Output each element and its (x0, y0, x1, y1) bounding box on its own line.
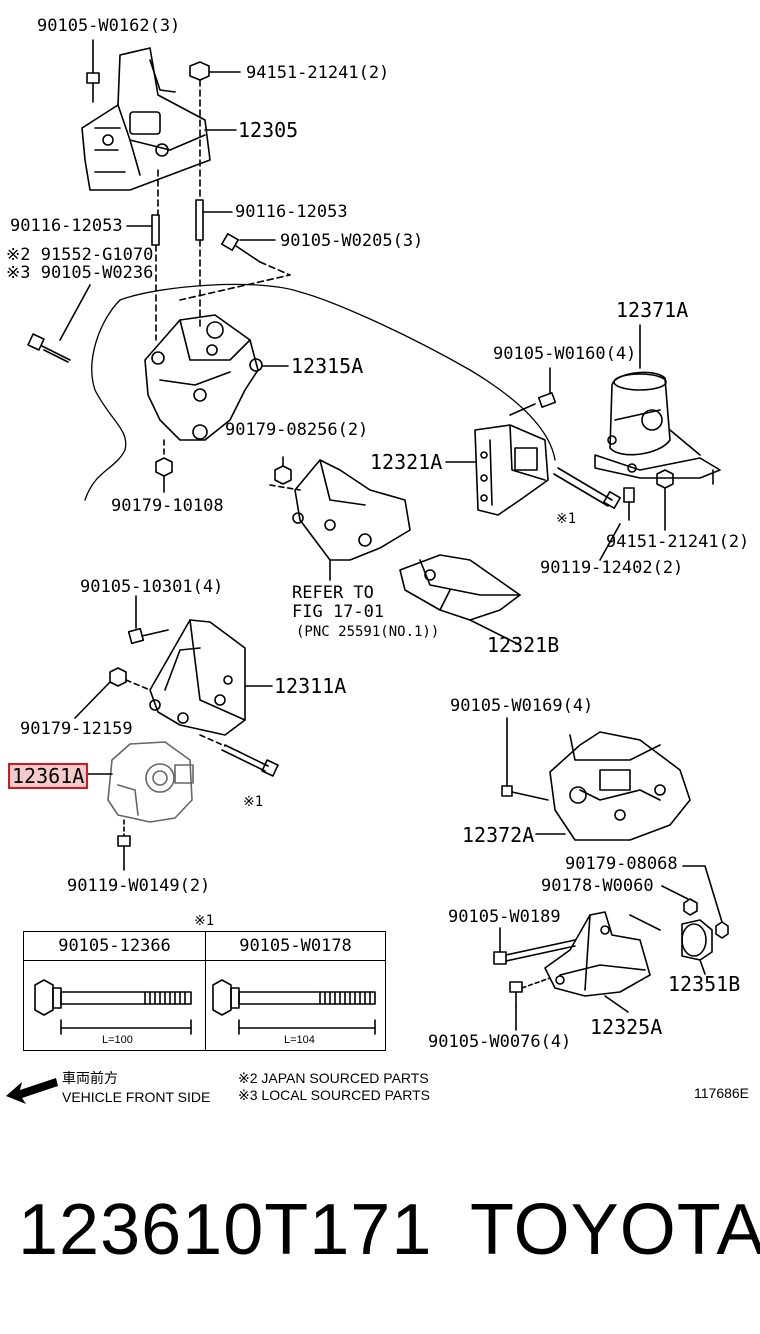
part-12372a-mount (535, 731, 691, 841)
bolt-90105-w0236 (27, 284, 91, 363)
part-12305-bracket (81, 47, 211, 191)
table-header-90105-w0178: 90105-W0178 (206, 932, 385, 961)
note-3-local-sourced: ※3 LOCAL SOURCED PARTS (238, 1087, 430, 1103)
callout-90105-w0169: 90105-W0169(4) (450, 696, 594, 716)
table-column-90105-w0178: 90105-W0178 L=104 (206, 932, 385, 1050)
part-12311a-bracket (149, 619, 273, 736)
bolt-90105-10301 (127, 595, 169, 645)
note-2-japan-sourced: ※2 JAPAN SOURCED PARTS (238, 1070, 429, 1086)
callout-90178-w0060: 90178-W0060 (541, 876, 654, 896)
callout-12321a: 12321A (370, 450, 443, 474)
refer-line-2[interactable]: FIG 17-01 (292, 602, 385, 622)
table-note-marker: ※1 (194, 913, 215, 929)
washer-90178-w0060 (661, 885, 698, 916)
callout-90119-w0149: 90119-W0149(2) (67, 876, 211, 896)
refer-line-1: REFER TO (292, 583, 374, 603)
footer-caption: 123610T171 TOYOTA (18, 1190, 760, 1270)
part-12351b-insulator (681, 919, 713, 975)
bolt-90105-w0162 (86, 39, 100, 103)
callout-12325a: 12325A (590, 1015, 663, 1039)
nut-90179-08068 (682, 865, 729, 939)
callout-90179-10108: 90179-10108 (111, 496, 224, 516)
refer-line-3: (PNC 25591(NO.1)) (296, 624, 440, 640)
bolt-90105-w0189 (493, 927, 576, 965)
part-12371a-insulator (594, 324, 721, 479)
vehicle-front-en: VEHICLE FRONT SIDE (62, 1089, 211, 1105)
callout-90105-w0236: ※3 90105-W0236 (6, 263, 154, 283)
footer-part-number: 123610T171 (18, 1190, 433, 1270)
callout-90116-12053-left: 90116-12053 (10, 216, 123, 236)
callout-12371a: 12371A (616, 298, 689, 322)
callout-90179-08256: 90179-08256(2) (225, 420, 369, 440)
callout-12351b: 12351B (668, 972, 741, 996)
bolt-90119-12402 (553, 467, 635, 561)
table-header-90105-12366: 90105-12366 (24, 932, 205, 961)
callout-12311a: 12311A (274, 674, 347, 698)
bolt-note1-lower (199, 734, 279, 777)
part-12315a-bracket (144, 314, 289, 441)
bolt-90105-w0205 (179, 233, 291, 301)
callout-90105-w0189: 90105-W0189 (448, 907, 561, 927)
nut-90179-10108 (155, 439, 173, 493)
bolt-90105-w0169 (501, 717, 549, 801)
bolt-90119-w0149 (117, 819, 131, 871)
part-12321a-bracket (445, 424, 549, 516)
callout-94151-21241-right: 94151-21241(2) (606, 532, 750, 552)
callout-91552-g1070: ※2 91552-G1070 (6, 245, 154, 265)
callout-90105-w0162: 90105-W0162(3) (37, 16, 181, 36)
callout-90105-w0205: 90105-W0205(3) (280, 231, 424, 251)
part-12361a-insulator (107, 741, 194, 823)
footer-brand: TOYOTA (470, 1190, 760, 1270)
callout-90105-w0160: 90105-W0160(4) (493, 344, 637, 364)
callout-94151-21241-top: 94151-21241(2) (246, 63, 390, 83)
table-length-l100: L=100 (102, 1034, 133, 1046)
callout-12321b: 12321B (487, 633, 560, 657)
bolt-90105-w0160 (509, 367, 557, 416)
callout-90119-12402: 90119-12402(2) (540, 558, 684, 578)
figure-id: 117686E (694, 1085, 750, 1101)
callout-12315a: 12315A (291, 354, 364, 378)
callout-12305: 12305 (238, 118, 299, 142)
callout-90105-10301: 90105-10301(4) (80, 577, 224, 597)
callout-90105-w0076: 90105-W0076(4) (428, 1032, 572, 1052)
vehicle-front-jp: 車両前方 (62, 1070, 118, 1086)
vehicle-front-arrow-icon (6, 1078, 58, 1104)
stud-90116-12053-left (126, 214, 160, 341)
bolt-90105-w0076 (509, 977, 551, 1031)
table-column-90105-12366: 90105-12366 L=100 (24, 932, 206, 1050)
note-1-marker-a: ※1 (556, 511, 577, 527)
bolt-length-table: 90105-12366 L=100 90105-W0178 L=104 (23, 931, 386, 1051)
callout-90179-08068: 90179-08068 (565, 854, 678, 874)
callout-12372a: 12372A (462, 823, 535, 847)
nut-90179-12159 (74, 667, 151, 719)
stud-90116-12053-right (195, 79, 233, 331)
callout-12361a-highlighted[interactable]: 12361A (8, 763, 89, 789)
note-1-marker-b: ※1 (243, 794, 264, 810)
part-12321b-bracket (399, 554, 521, 646)
table-bolt-90105-12366 (34, 979, 192, 1035)
engine-outline (84, 283, 556, 501)
table-length-l104: L=104 (284, 1034, 315, 1046)
part-12325a-bracket (544, 911, 661, 1013)
callout-90179-12159: 90179-12159 (20, 719, 133, 739)
nut-94151-21241-right (656, 469, 674, 531)
table-bolt-90105-w0178 (212, 979, 376, 1035)
nut-94151-21241-top (189, 61, 241, 81)
part-refer-bracket (269, 456, 411, 581)
callout-90116-12053-right: 90116-12053 (235, 202, 348, 222)
